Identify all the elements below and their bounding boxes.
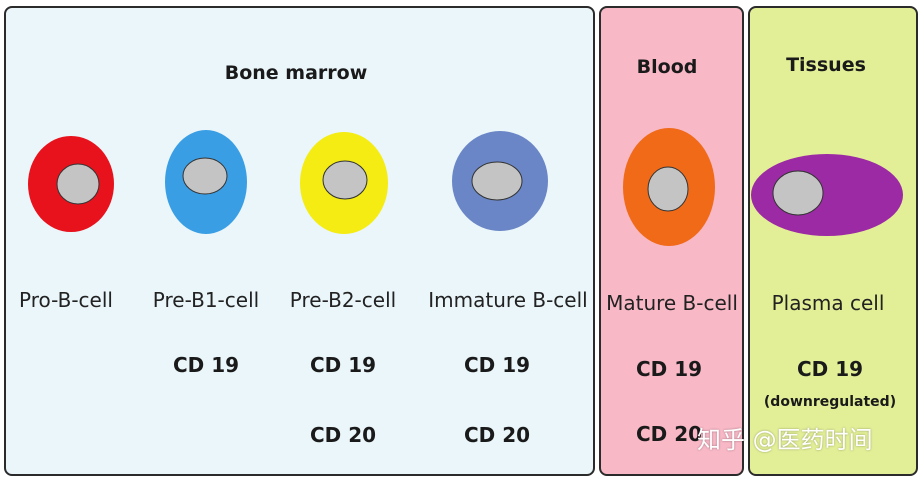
pro-b-cell-shape xyxy=(28,136,114,232)
watermark-text: 知乎 @医药时间 xyxy=(697,426,873,454)
mature-cd19-label: CD 19 xyxy=(635,357,703,381)
mature-b-cell-label: Mature B-cell xyxy=(606,291,738,315)
immature-b-cell-label: Immature B-cell xyxy=(428,288,588,312)
tissues-title: Tissues xyxy=(786,54,866,76)
pre-b1-cd19-label: CD 19 xyxy=(172,353,240,377)
plasma-cd19-label: CD 19 xyxy=(796,357,864,381)
pre-b2-cell-shape xyxy=(300,132,388,234)
pro-b-cell-label: Pro-B-cell xyxy=(19,288,113,312)
immature-cd20-label: CD 20 xyxy=(463,423,531,447)
pre-b2-cd19-label: CD 19 xyxy=(309,353,377,377)
plasma-cell-label: Plasma cell xyxy=(771,291,885,315)
tissues-panel xyxy=(748,6,918,476)
pre-b2-cd20-label: CD 20 xyxy=(309,423,377,447)
plasma-cell-shape xyxy=(751,154,903,236)
plasma-cell-nucleus xyxy=(772,170,824,216)
bone-marrow-title: Bone marrow xyxy=(224,62,368,84)
pre-b2-cell-nucleus xyxy=(322,160,368,200)
immature-cd19-label: CD 19 xyxy=(463,353,531,377)
plasma-downregulated-note: (downregulated) xyxy=(763,394,897,410)
blood-title: Blood xyxy=(636,56,698,78)
bone-marrow-panel xyxy=(4,6,595,476)
pro-b-cell-nucleus xyxy=(56,163,100,205)
pre-b1-cell-shape xyxy=(165,130,247,234)
mature-cd20-label: CD 20 xyxy=(635,422,703,446)
pre-b2-cell-label: Pre-B2-cell xyxy=(289,288,397,312)
immature-b-cell-nucleus xyxy=(471,161,523,201)
pre-b1-cell-nucleus xyxy=(182,157,228,195)
immature-b-cell-shape xyxy=(452,131,548,231)
mature-b-cell-shape xyxy=(623,128,715,246)
pre-b1-cell-label: Pre-B1-cell xyxy=(152,288,260,312)
mature-b-cell-nucleus xyxy=(647,166,689,212)
